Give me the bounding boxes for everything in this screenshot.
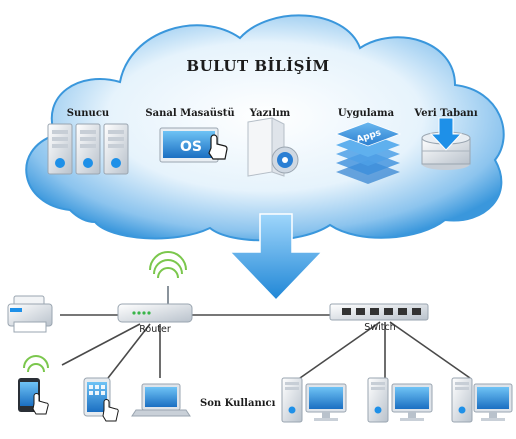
desktop-pc-3-icon	[451, 377, 513, 423]
down-arrow-icon	[228, 213, 324, 302]
end-users-label: Son Kullanıcı	[200, 398, 276, 409]
switch-label: Switch	[364, 322, 396, 333]
service-label-veri-tabani: Veri Tabanı	[414, 108, 478, 119]
switch-icon	[329, 303, 429, 321]
service-label-uygulama: Uygulama	[337, 108, 395, 119]
database-download-icon	[421, 117, 471, 170]
diagram-title: BULUT BİLİŞİM	[186, 57, 330, 75]
desktop-pc-1-icon	[281, 377, 347, 423]
service-label-sunucu: Sunucu	[66, 108, 110, 119]
router-label: Router	[139, 324, 171, 335]
tablet-icon	[83, 377, 119, 422]
service-label-sanal-masaustu: Sanal Masaüstü	[145, 108, 235, 119]
server-rack-icon	[47, 123, 129, 175]
software-box-icon	[247, 117, 299, 177]
os-monitor-icon: OS	[159, 127, 228, 163]
router-icon	[117, 251, 193, 323]
network-links	[60, 314, 471, 379]
desktop-pc-2-icon	[367, 377, 433, 423]
os-badge: OS	[180, 139, 202, 155]
apps-stack-icon: Apps	[334, 121, 402, 184]
laptop-icon	[131, 383, 191, 417]
service-label-yazilim: Yazılım	[249, 108, 291, 119]
hand-cursor-icon	[208, 134, 228, 160]
smartphone-icon	[18, 355, 49, 415]
printer-icon	[7, 295, 53, 333]
